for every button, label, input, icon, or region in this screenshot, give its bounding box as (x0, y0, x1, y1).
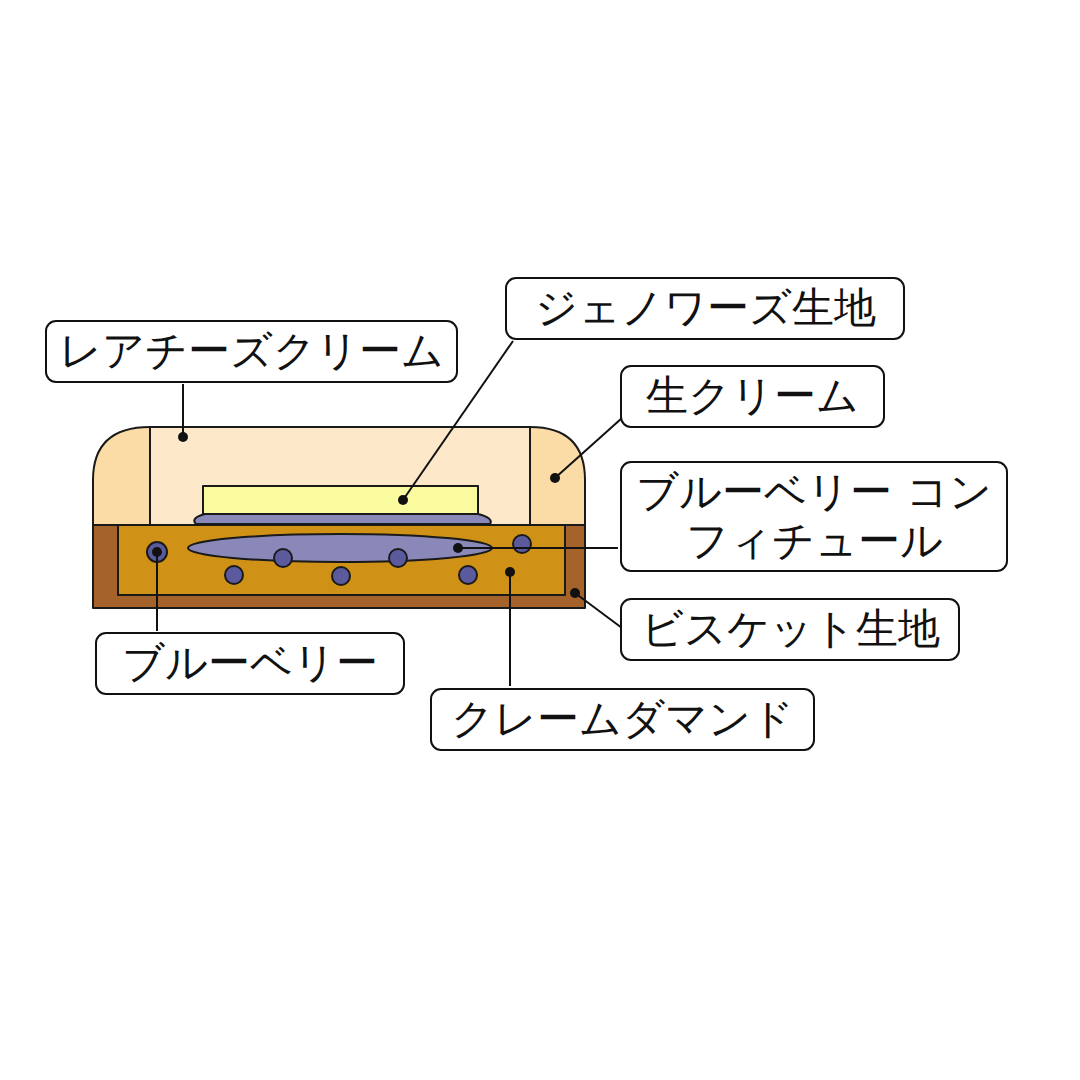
leader-dot (178, 432, 188, 442)
leader-line (509, 572, 511, 686)
leader-dot (550, 473, 560, 483)
leader-line (575, 593, 622, 628)
leader-line (156, 552, 158, 631)
confiture-ellipse (188, 534, 492, 562)
leader-line (555, 418, 622, 478)
leader-line (182, 384, 184, 437)
genoise-layer (203, 486, 478, 514)
callout-label: 生クリーム (646, 372, 859, 420)
callout-label: ビスケット生地 (641, 605, 940, 653)
callout-label: ブルーベリー コンフィチュール (634, 468, 994, 565)
cake-body (93, 427, 585, 608)
blueberry (389, 549, 407, 567)
callout-label: ジェノワーズ生地 (535, 284, 876, 332)
callout-box: レアチーズクリーム (45, 320, 458, 383)
leader-dot (152, 547, 162, 557)
leader-dots (152, 432, 580, 598)
leader-dot (398, 495, 408, 505)
callout-label: ブルーベリー (122, 639, 378, 687)
blueberry (225, 566, 243, 584)
callout-box: クレームダマンド (430, 688, 815, 751)
leader-dot (453, 543, 463, 553)
creme-damande-layer (118, 525, 565, 595)
rare-cheese-outer (93, 427, 585, 525)
callout-box: ブルーベリー コンフィチュール (620, 461, 1008, 572)
rare-cheese-inner (150, 427, 530, 525)
blueberry (459, 566, 477, 584)
callout-label: クレームダマンド (451, 695, 794, 743)
blueberry (513, 535, 531, 553)
callout-box: ブルーベリー (95, 632, 405, 695)
leader-dot (505, 567, 515, 577)
blueberry (332, 567, 350, 585)
fresh-cream-purple-layer (194, 514, 491, 524)
callout-box: ジェノワーズ生地 (505, 277, 905, 340)
biscuit-layer (93, 525, 585, 608)
blueberry (274, 549, 292, 567)
leader-line (458, 547, 618, 549)
callout-box: 生クリーム (620, 365, 885, 428)
callout-box: ビスケット生地 (620, 598, 960, 661)
leader-dot (570, 588, 580, 598)
callout-label: レアチーズクリーム (59, 327, 444, 375)
